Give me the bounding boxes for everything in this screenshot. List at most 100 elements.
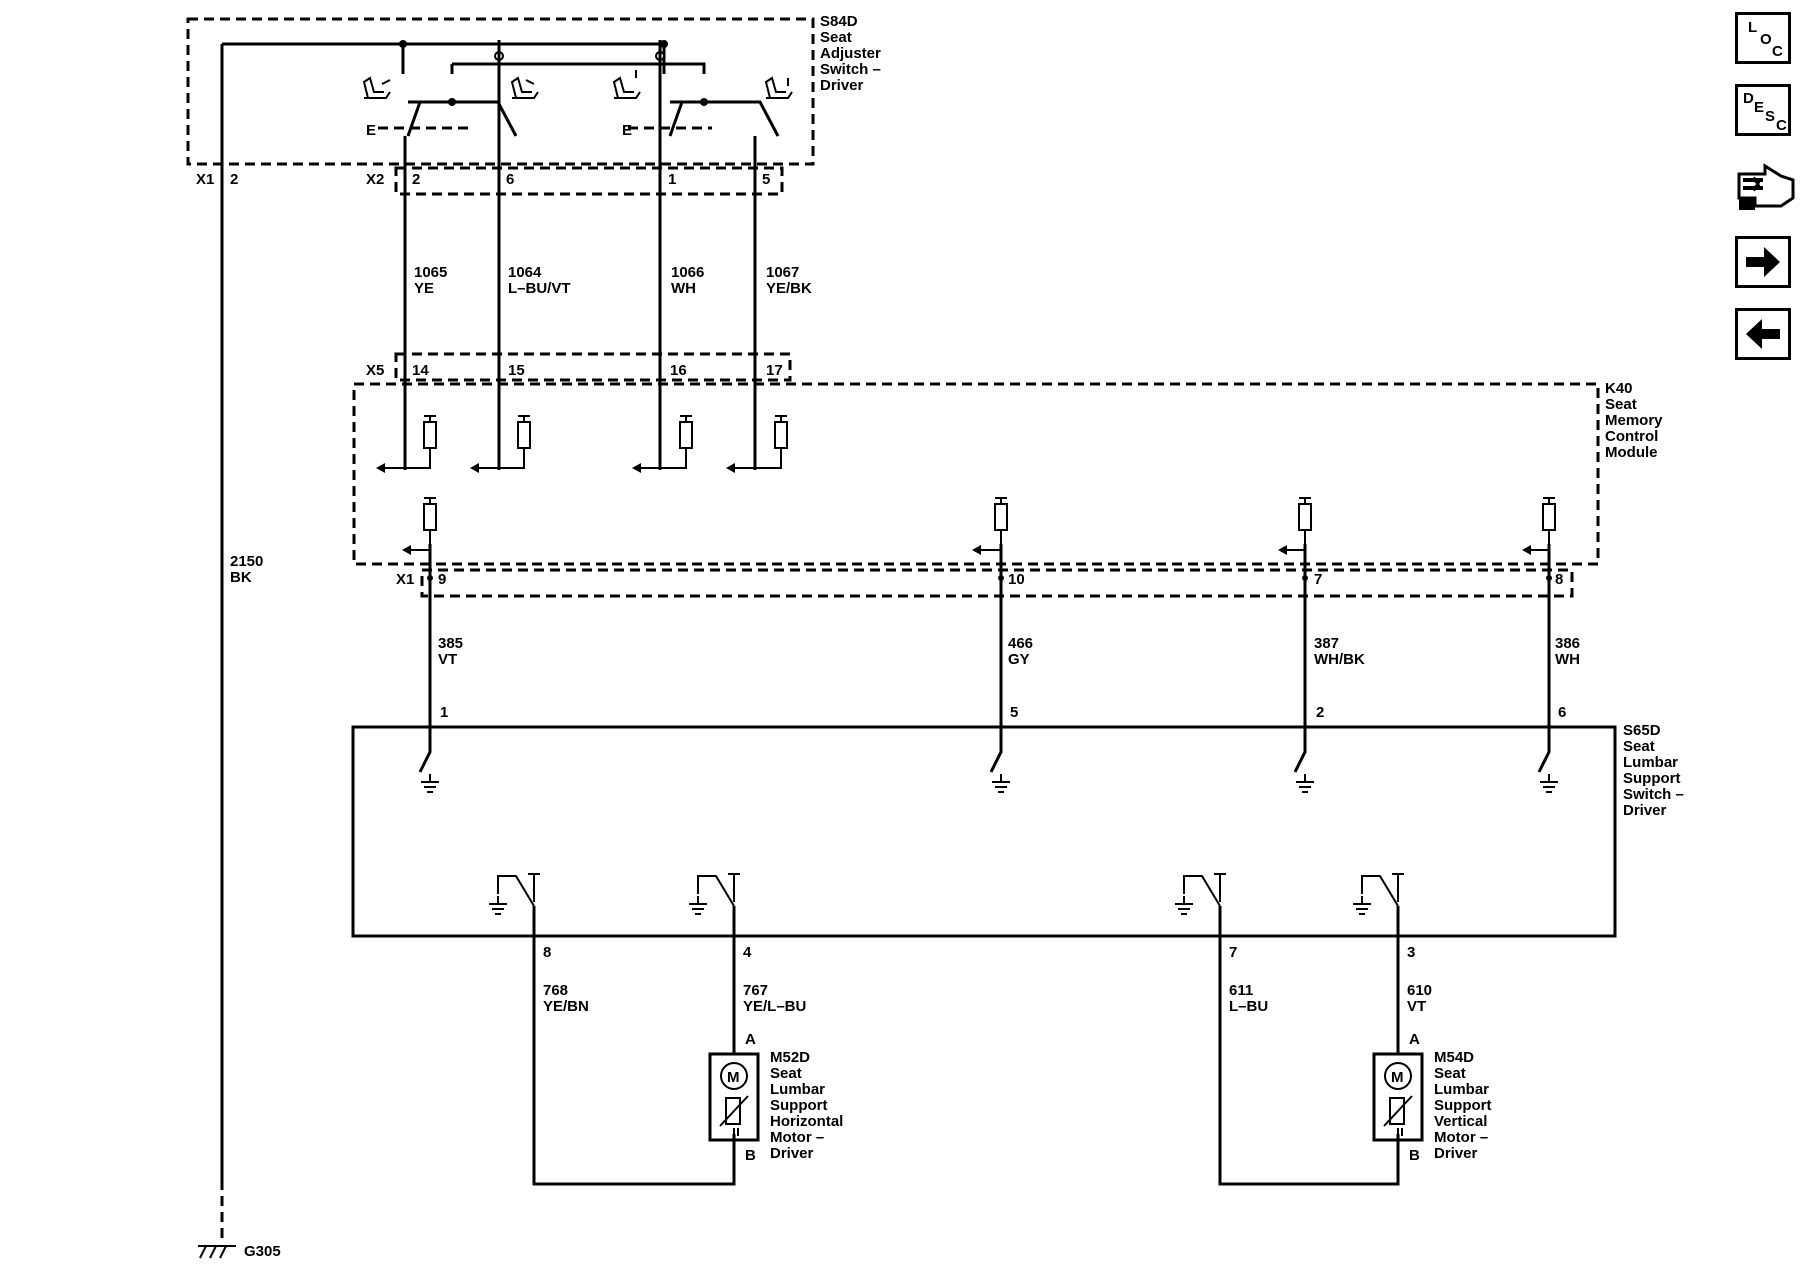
arrow-left-icon [1746, 319, 1780, 349]
desc-letter-c: C [1776, 117, 1787, 134]
pin-s65d-6: 6 [1558, 704, 1566, 721]
k40-label-5: Module [1605, 444, 1658, 461]
previous-page-button[interactable] [1735, 308, 1791, 360]
pin-s65d-3: 3 [1407, 944, 1415, 961]
m52d-label-1: M52D [770, 1049, 810, 1066]
pin-s65d-1: 1 [440, 704, 448, 721]
connector-x1-x2: X1 2 X2 2 6 1 5 [196, 166, 784, 196]
wire-2150-circuit: 2150 [230, 553, 263, 570]
adjuster-wires: 1065 YE 1064 L–BU/VT 1066 WH 1067 YE/BK [403, 136, 812, 470]
m54d-label-1: M54D [1434, 1049, 1474, 1066]
k40-label-4: Control [1605, 428, 1658, 445]
s65d-label-1: S65D [1623, 722, 1661, 739]
desc-letter-e: E [1754, 99, 1765, 116]
pin-x2-1: 1 [668, 171, 676, 188]
m52d-pin-b: B [745, 1147, 756, 1164]
pin-x2-6: 6 [506, 171, 514, 188]
m52d-label-2: Seat [770, 1065, 802, 1082]
s65d-label-4: Support [1623, 770, 1681, 787]
wire-387-circuit: 387 [1314, 635, 1339, 652]
wire-767-circuit: 767 [743, 982, 768, 999]
wire-1066-color: WH [671, 280, 696, 297]
pin-k40-x1-8: 8 [1555, 571, 1563, 588]
pin-x2-5: 5 [762, 171, 770, 188]
wire-1067-circuit: 1067 [766, 264, 799, 281]
wire-387-color: WH/BK [1314, 651, 1365, 668]
motor-icon [1384, 1062, 1412, 1090]
pin-x5-16: 16 [670, 362, 687, 379]
m52d-horizontal-motor: M A B M52D Seat Lumbar Support Horizonta… [708, 1031, 843, 1164]
m52d-motor-symbol: M [727, 1069, 740, 1086]
wire-466-color: GY [1008, 651, 1030, 668]
lumbar-switch-wires: 385 VT 466 GY 387 WH/BK 386 WH 1 5 2 6 [428, 544, 1580, 740]
ground-g305: G305 [244, 1243, 281, 1260]
connector-x1-top: X1 [196, 171, 214, 188]
loc-letter-l: L [1748, 19, 1758, 36]
m54d-label-4: Support [1434, 1097, 1492, 1114]
wire-1065-circuit: 1065 [414, 264, 447, 281]
seat-rearward-icon [511, 77, 539, 99]
pin-k40-x1-7: 7 [1314, 571, 1322, 588]
m52d-label-4: Support [770, 1097, 828, 1114]
s84d-label-4: Switch – [820, 61, 881, 78]
m54d-pin-b: B [1409, 1147, 1420, 1164]
m52d-label-5: Horizontal [770, 1113, 843, 1130]
s65d-lumbar-switch: S65D Seat Lumbar Support Switch – Driver [351, 722, 1684, 938]
pin-s65d-7: 7 [1229, 944, 1237, 961]
wire-611-circuit: 611 [1229, 982, 1253, 999]
pin-x5-15: 15 [508, 362, 525, 379]
ground-wire-2150: 2150 BK G305 [198, 44, 281, 1260]
next-page-button[interactable] [1735, 236, 1791, 288]
k40-seat-memory-module: X5 14 15 16 17 K40 Seat Memory Control M… [352, 352, 1663, 598]
s84d-label-3: Adjuster [820, 45, 881, 62]
wire-386-circuit: 386 [1555, 635, 1580, 652]
loc-button[interactable]: L O C [1735, 12, 1791, 64]
wire-1064-color: L–BU/VT [508, 280, 571, 297]
pin-s65d-2: 2 [1316, 704, 1324, 721]
wire-1064-circuit: 1064 [508, 264, 542, 281]
m52d-label-6: Motor – [770, 1129, 824, 1146]
k40-label-3: Memory [1605, 412, 1663, 429]
motor-icon [720, 1062, 748, 1090]
pin-s65d-4: 4 [743, 944, 752, 961]
wire-385-circuit: 385 [438, 635, 463, 652]
m52d-label-7: Driver [770, 1145, 814, 1162]
arrow-right-icon [1746, 247, 1780, 277]
svg-text:E: E [366, 122, 376, 139]
m52d-pin-a: A [745, 1031, 756, 1048]
pin-x5-17: 17 [766, 362, 783, 379]
connector-end-view-icon [1737, 163, 1795, 210]
wire-1067-color: YE/BK [766, 280, 812, 297]
desc-letter-d: D [1743, 90, 1754, 107]
s65d-label-3: Lumbar [1623, 754, 1678, 771]
loc-letter-c: C [1772, 43, 1783, 60]
desc-button[interactable]: D E S C [1735, 84, 1791, 136]
pin-k40-x1-10: 10 [1008, 571, 1025, 588]
s84d-label-5: Driver [820, 77, 864, 94]
seat-up-icon [613, 77, 641, 99]
m54d-label-2: Seat [1434, 1065, 1466, 1082]
wire-2150-color: BK [230, 569, 252, 586]
svg-text:E: E [622, 122, 632, 139]
k40-label-2: Seat [1605, 396, 1637, 413]
s65d-label-6: Driver [1623, 802, 1667, 819]
s84d-label-1: S84D [820, 13, 858, 30]
connector-end-view-button[interactable] [1735, 158, 1795, 214]
s84d-seat-adjuster-switch: E E S84D Seat Adjuster Switch – Driver [186, 13, 881, 190]
connector-x5: X5 [366, 362, 384, 379]
s65d-label-2: Seat [1623, 738, 1655, 755]
desc-letter-s: S [1765, 108, 1776, 125]
wire-611-color: L–BU [1229, 998, 1268, 1015]
m54d-vertical-motor: M A B M54D Seat Lumbar Support Vertical … [1372, 1031, 1492, 1164]
connector-x2: X2 [366, 171, 384, 188]
wire-385-color: VT [438, 651, 457, 668]
pin-k40-x1-9: 9 [438, 571, 446, 588]
m52d-label-3: Lumbar [770, 1081, 825, 1098]
motor-wires: 8 4 7 3 768 YE/BN 767 YE/L–BU 611 L–BU 6… [532, 906, 1432, 1186]
wire-768-color: YE/BN [543, 998, 589, 1015]
m54d-label-6: Motor – [1434, 1129, 1488, 1146]
pin-s65d-8: 8 [543, 944, 551, 961]
pin-s65d-5: 5 [1010, 704, 1018, 721]
m54d-label-3: Lumbar [1434, 1081, 1489, 1098]
